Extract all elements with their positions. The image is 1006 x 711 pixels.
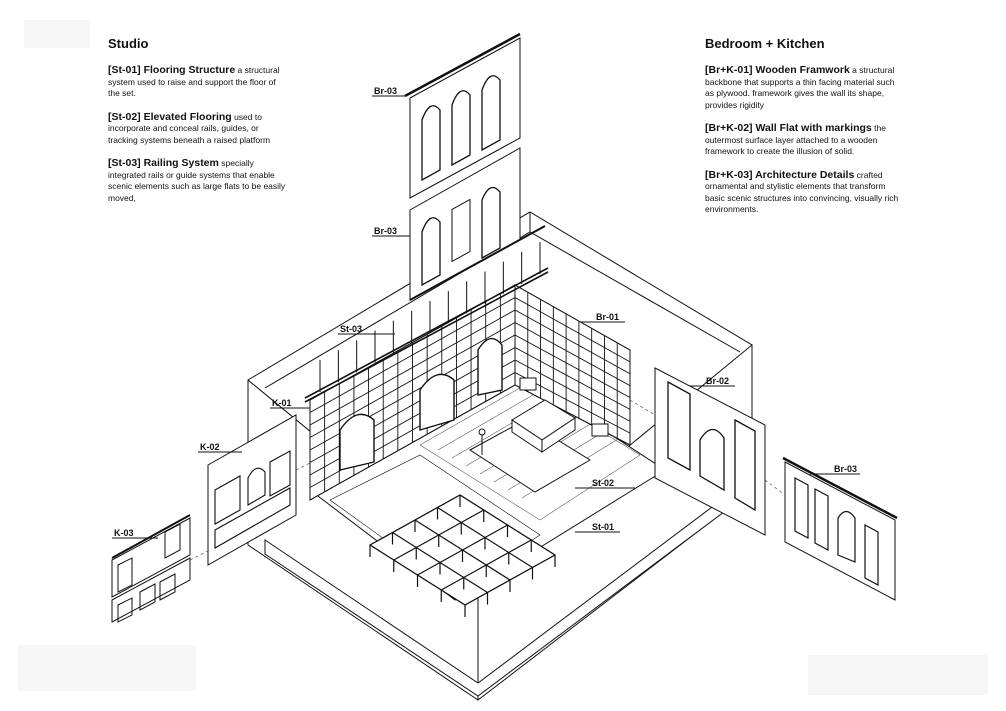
label-st-03: St-03	[340, 324, 363, 334]
corner-smudge-bottom-left	[18, 645, 196, 691]
note-text: a structural system used to raise and su…	[108, 65, 280, 98]
drawing-line	[515, 310, 630, 374]
label-st-02: St-02	[592, 478, 615, 488]
grid-wall-br-01	[478, 285, 630, 445]
label-br-03-top: Br-03	[374, 86, 398, 96]
drawing-line	[310, 310, 515, 425]
leader-lines	[112, 96, 860, 538]
note-code: [St-02] Elevated Flooring	[108, 110, 232, 123]
note-text: specially integrated rails or guide syst…	[108, 158, 286, 203]
drawing-line	[515, 298, 630, 362]
label-k-01: K-01	[272, 398, 292, 408]
bed-furniture	[478, 378, 608, 455]
drawing-line	[515, 385, 630, 445]
bedroom-kitchen-notes: Bedroom + Kitchen [Br+K-01] Wooden Framw…	[705, 36, 901, 228]
label-br-03-right: Br-03	[834, 464, 858, 474]
drawing-line	[515, 335, 630, 398]
drawing-line	[310, 298, 515, 413]
wall-flat-br-02	[655, 368, 765, 535]
label-st-01: St-01	[592, 522, 615, 532]
corner-smudge-bottom-right	[808, 655, 988, 695]
note-text: crafted ornamental and stylistic element…	[705, 169, 899, 215]
kitchen-cabinets-k-03	[112, 515, 190, 622]
corner-smudge-top-left	[24, 20, 90, 48]
note-st-03: [St-03] Railing System specially integra…	[108, 157, 286, 204]
label-br-03-mid: Br-03	[374, 226, 398, 236]
note-st-01: [St-01] Flooring Structure a structural …	[108, 64, 286, 100]
railing-system-st-03	[305, 242, 548, 402]
note-text: a structural backbone that supports a th…	[705, 65, 895, 110]
note-code: [Br+K-01] Wooden Framwork	[705, 64, 850, 76]
drawing-line	[515, 360, 630, 421]
studio-heading: Studio	[108, 36, 149, 51]
note-text: the outermost surface layer attached to …	[705, 123, 886, 156]
molding-br-03-right	[783, 458, 897, 600]
label-br-02: Br-02	[706, 376, 730, 386]
projection-lines	[190, 400, 785, 560]
note-code: [St-01] Flooring Structure	[108, 64, 236, 76]
drawing-line	[515, 323, 630, 386]
note-code: [St-03] Railing System	[108, 157, 219, 169]
bedroom-kitchen-heading: Bedroom + Kitchen	[705, 36, 825, 51]
elevation-br-03-top	[405, 34, 545, 300]
note-brk-01: [Br+K-01] Wooden Framwork a structural b…	[705, 64, 901, 111]
drawing-line	[515, 348, 630, 410]
label-k-02: K-02	[200, 442, 220, 452]
drawing-line	[310, 323, 515, 438]
studio-notes: Studio [St-01] Flooring Structure a stru…	[108, 36, 286, 216]
kitchen-wall-k-02	[208, 415, 296, 565]
flooring-structure-st-01	[370, 495, 555, 617]
note-code: [Br+K-02] Wall Flat with markings	[705, 122, 872, 134]
label-br-01: Br-01	[596, 312, 620, 322]
note-brk-02: [Br+K-02] Wall Flat with markings the ou…	[705, 122, 901, 158]
drawing-line	[310, 385, 515, 500]
drawing-line	[515, 285, 630, 350]
note-brk-03: [Br+K-03] Architecture Details crafted o…	[705, 168, 901, 216]
note-st-02: [St-02] Elevated Flooring used to incorp…	[108, 110, 286, 147]
note-code: [Br+K-03] Architecture Details	[705, 168, 855, 181]
label-k-03: K-03	[114, 528, 134, 538]
note-text: used to incorporate and conceal rails, g…	[108, 111, 271, 145]
